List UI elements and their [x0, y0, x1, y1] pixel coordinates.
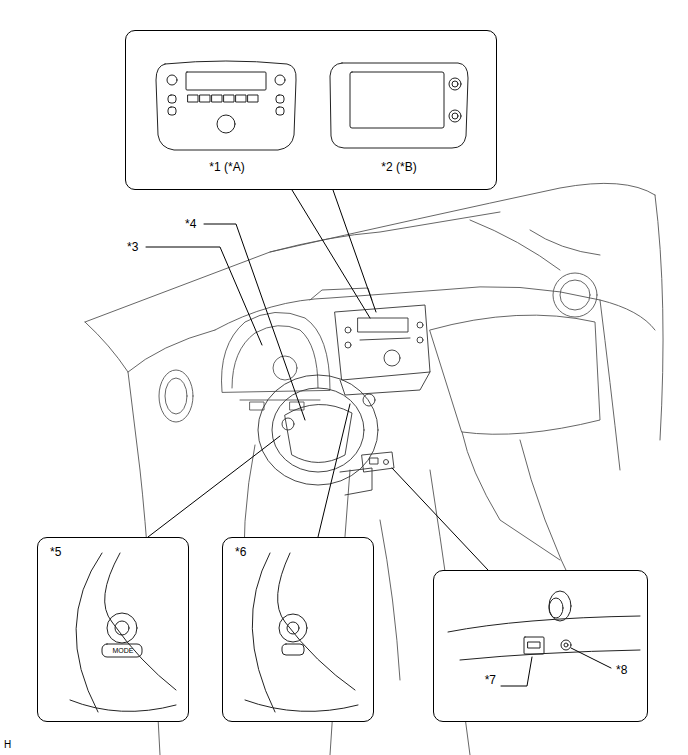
callout-number: *3: [127, 240, 138, 254]
usb-aux-panel: [362, 452, 394, 472]
inset-box: *5MODE: [37, 537, 189, 722]
inset-box: *6: [222, 537, 374, 722]
callout-box: *1 (*A) *2 (*B): [125, 30, 497, 190]
steering-wheel: [258, 375, 378, 495]
callout-number: *5: [50, 545, 61, 559]
steering-pad-switch-right: [245, 553, 358, 712]
button-label: MODE: [113, 647, 134, 655]
usb-aux-detail: [448, 591, 640, 686]
figure-id: H: [4, 738, 11, 752]
radio-receiver-b: [330, 63, 468, 148]
leader-lines: [146, 190, 488, 570]
callout-number: *4: [185, 217, 196, 231]
steering-pad-switch-left: [70, 553, 176, 712]
callout-number: *6: [235, 545, 246, 559]
callout-number: *7: [485, 673, 496, 687]
combination-meter: [221, 312, 330, 410]
callout-number: *1 (*A): [209, 160, 244, 174]
inset-box: *7 *8: [433, 570, 648, 722]
radio-receiver-installed: [335, 305, 430, 395]
radio-receiver-a: [156, 61, 296, 150]
callout-number: *8: [616, 663, 627, 677]
callout-number: *2 (*B): [381, 160, 416, 174]
